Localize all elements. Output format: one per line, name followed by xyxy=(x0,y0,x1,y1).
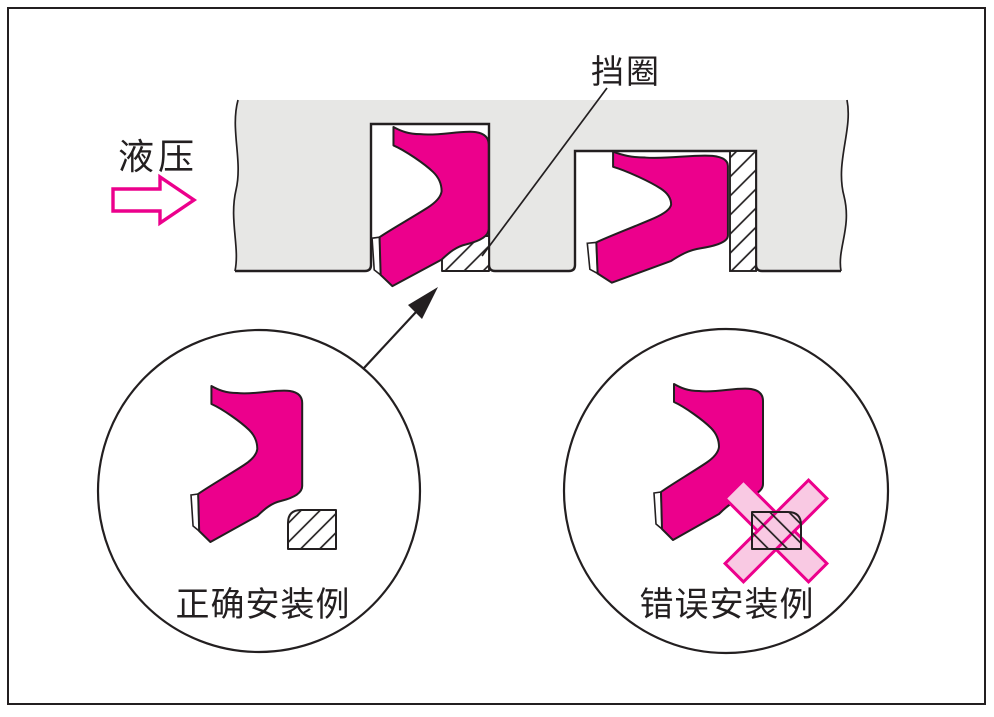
pressure-arrow-icon xyxy=(111,173,198,227)
left-break-line xyxy=(232,99,239,272)
detail-circle-correct: 正确安装例 xyxy=(96,328,422,654)
detail-circle-wrong: 错误安装例 xyxy=(562,327,890,655)
backup-ring-groove2 xyxy=(729,150,757,272)
backup-ring-leader-line xyxy=(481,87,608,257)
backup-ring-correct xyxy=(287,509,337,550)
detail-connector-arrow xyxy=(363,287,438,369)
right-break-line xyxy=(839,99,850,272)
backup-ring-wrong xyxy=(751,511,802,550)
pressure-label: 液压 xyxy=(118,136,198,177)
wrong-label: 错误安装例 xyxy=(640,586,815,624)
housing-block xyxy=(233,100,849,271)
backup-ring-label: 挡圈 xyxy=(591,53,661,90)
correct-label: 正确安装例 xyxy=(176,586,351,624)
connector-arrowhead-icon xyxy=(408,287,438,319)
